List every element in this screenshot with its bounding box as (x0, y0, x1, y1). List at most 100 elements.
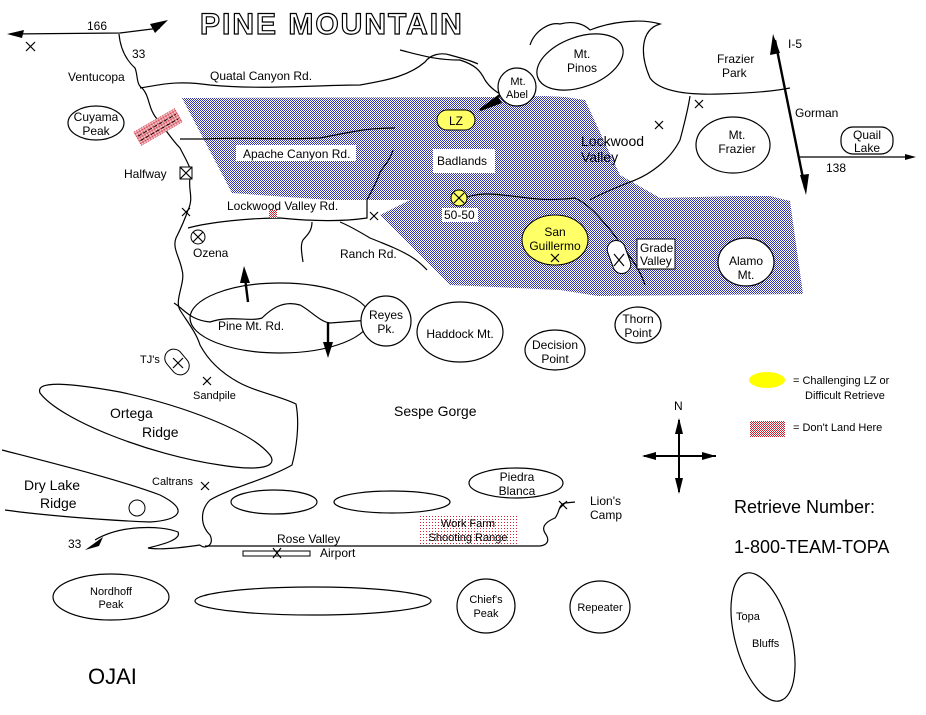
svg-text:LZ: LZ (449, 114, 463, 128)
compass-arrow-w-icon (642, 452, 656, 460)
compass-arrow-s-icon (675, 478, 683, 494)
svg-text:Pk.: Pk. (377, 322, 394, 336)
svg-text:Mt.: Mt. (729, 128, 746, 142)
legend-red-swatch (750, 421, 785, 437)
compass-north-label: N (674, 399, 683, 413)
place-ozena: Ozena (190, 229, 229, 260)
compass-rose: N (642, 399, 716, 494)
peak-repeater: Repeater (569, 580, 631, 634)
launch-grade-valley[interactable]: Grade Valley (605, 238, 676, 276)
compass-arrow-n-icon (675, 418, 683, 434)
svg-text:Mt.: Mt. (510, 76, 525, 88)
svg-text:Point: Point (624, 326, 652, 340)
dont-land-zone-hwy33 (133, 108, 183, 146)
svg-text:Piedra: Piedra (500, 470, 535, 484)
svg-text:Lockwood: Lockwood (581, 133, 644, 149)
peak-alamo: Alamo Mt. (717, 237, 775, 287)
svg-text:Mt.: Mt. (574, 47, 591, 61)
arrow-southwest-icon (85, 537, 103, 550)
svg-text:TJ's: TJ's (140, 354, 160, 366)
svg-text:Alamo: Alamo (729, 254, 763, 268)
svg-text:Pine Mt. Rd.: Pine Mt. Rd. (218, 319, 284, 333)
svg-text:Lion's: Lion's (590, 494, 621, 508)
svg-text:Nordhoff: Nordhoff (90, 586, 133, 598)
place-sespe-gorge: Sespe Gorge (394, 403, 477, 419)
ridge-unnamed-2 (333, 490, 451, 514)
ridge-dry-lake: Dry Lake Ridge (1, 449, 179, 523)
ridge-ortega: Ortega Ridge (39, 383, 273, 469)
lockwood-valley-edge (589, 95, 691, 201)
svg-text:Halfway: Halfway (124, 167, 167, 181)
place-lockwood-valley: Lockwood Valley (581, 99, 704, 165)
svg-text:Frazier: Frazier (717, 52, 754, 66)
svg-text:Peak: Peak (98, 599, 124, 611)
pine-mountain-road: Pine Mt. Rd. (173, 266, 371, 358)
map-title: PINE MOUNTAIN (200, 8, 464, 41)
peak-chiefs: Chief's Peak (456, 578, 516, 634)
svg-text:50-50: 50-50 (444, 208, 475, 222)
legend: = Challenging LZ or Difficult Retrieve =… (749, 372, 890, 437)
arrow-icon (478, 97, 502, 112)
svg-text:Valley: Valley (640, 254, 672, 268)
retrieve-number: 1-800-TEAM-TOPA (734, 537, 889, 557)
ridge-unnamed-1 (230, 489, 318, 515)
launch-sandpile[interactable]: Sandpile (193, 376, 236, 402)
peak-reyes: Reyes Pk. (360, 295, 412, 347)
mt-abel-road (479, 94, 501, 111)
place-ventucopa: Ventucopa (68, 70, 125, 84)
svg-text:Repeater: Repeater (577, 602, 623, 614)
compass-arrow-e-icon (702, 452, 716, 460)
highway-33: 33 (118, 33, 299, 548)
svg-text:Cuyama: Cuyama (74, 110, 119, 124)
svg-text:Haddock Mt.: Haddock Mt. (426, 327, 493, 341)
svg-text:Blanca: Blanca (499, 484, 536, 498)
arrow-down-icon (323, 342, 333, 358)
svg-text:Abel: Abel (506, 89, 528, 101)
hwy-166-label: 166 (87, 19, 107, 33)
peak-mt-abel: Mt. Abel (497, 67, 537, 107)
arrow-south-icon (800, 174, 809, 195)
peak-mt-frazier: Mt. Frazier (695, 116, 771, 174)
launch-fifty-fifty[interactable]: 50-50 (442, 189, 478, 222)
svg-text:Caltrans: Caltrans (152, 476, 193, 488)
svg-text:Point: Point (541, 352, 569, 366)
quail-lake: Quail Lake (840, 126, 894, 155)
legend-challenging-line1: = Challenging LZ or (793, 375, 890, 387)
svg-text:Apache Canyon Rd.: Apache Canyon Rd. (243, 147, 350, 161)
svg-text:Grade: Grade (640, 241, 674, 255)
svg-text:Badlands: Badlands (437, 154, 487, 168)
svg-text:Camp: Camp (590, 508, 622, 522)
place-halfway: Halfway (124, 166, 193, 181)
legend-dont-land: = Don't Land Here (793, 422, 882, 434)
quatal-canyon-road: Quatal Canyon Rd. (139, 49, 506, 97)
launch-lz[interactable]: LZ (436, 109, 476, 131)
svg-text:Ozena: Ozena (193, 246, 229, 260)
legend-challenging-line2: Difficult Retrieve (805, 390, 885, 402)
launch-san-guillermo[interactable]: San Guillermo (521, 214, 589, 266)
arrow-west-icon (7, 30, 24, 38)
svg-text:Guillermo: Guillermo (529, 239, 581, 253)
interstate-5: I-5 Gorman (770, 34, 838, 195)
svg-text:Sandpile: Sandpile (193, 390, 236, 402)
svg-text:Dry Lake: Dry Lake (24, 477, 80, 493)
svg-text:Shooting Range: Shooting Range (429, 532, 508, 544)
x-mark (25, 41, 36, 52)
launch-badlands[interactable]: Badlands (433, 149, 495, 173)
highway-138: 138 (799, 154, 916, 175)
arrow-up-icon (240, 266, 250, 283)
launch-tjs[interactable]: TJ's (140, 345, 193, 378)
svg-text:Ridge: Ridge (142, 424, 179, 440)
peak-piedra-blanca: Piedra Blanca (468, 467, 564, 499)
svg-text:Rose Valley: Rose Valley (277, 532, 340, 546)
peak-thorn-point: Thorn Point (614, 306, 662, 344)
launch-lions-camp[interactable]: Lion's Camp (558, 494, 622, 522)
svg-text:Ranch Rd.: Ranch Rd. (340, 247, 397, 261)
ridge-unnamed-3 (194, 586, 432, 616)
place-ojai: OJAI (88, 664, 137, 689)
svg-text:Chief's: Chief's (469, 594, 503, 606)
retrieve-info: Retrieve Number: 1-800-TEAM-TOPA (734, 497, 889, 557)
svg-text:Bluffs: Bluffs (752, 638, 780, 650)
svg-text:I-5: I-5 (788, 37, 802, 51)
launch-caltrans[interactable]: Caltrans (152, 476, 210, 491)
